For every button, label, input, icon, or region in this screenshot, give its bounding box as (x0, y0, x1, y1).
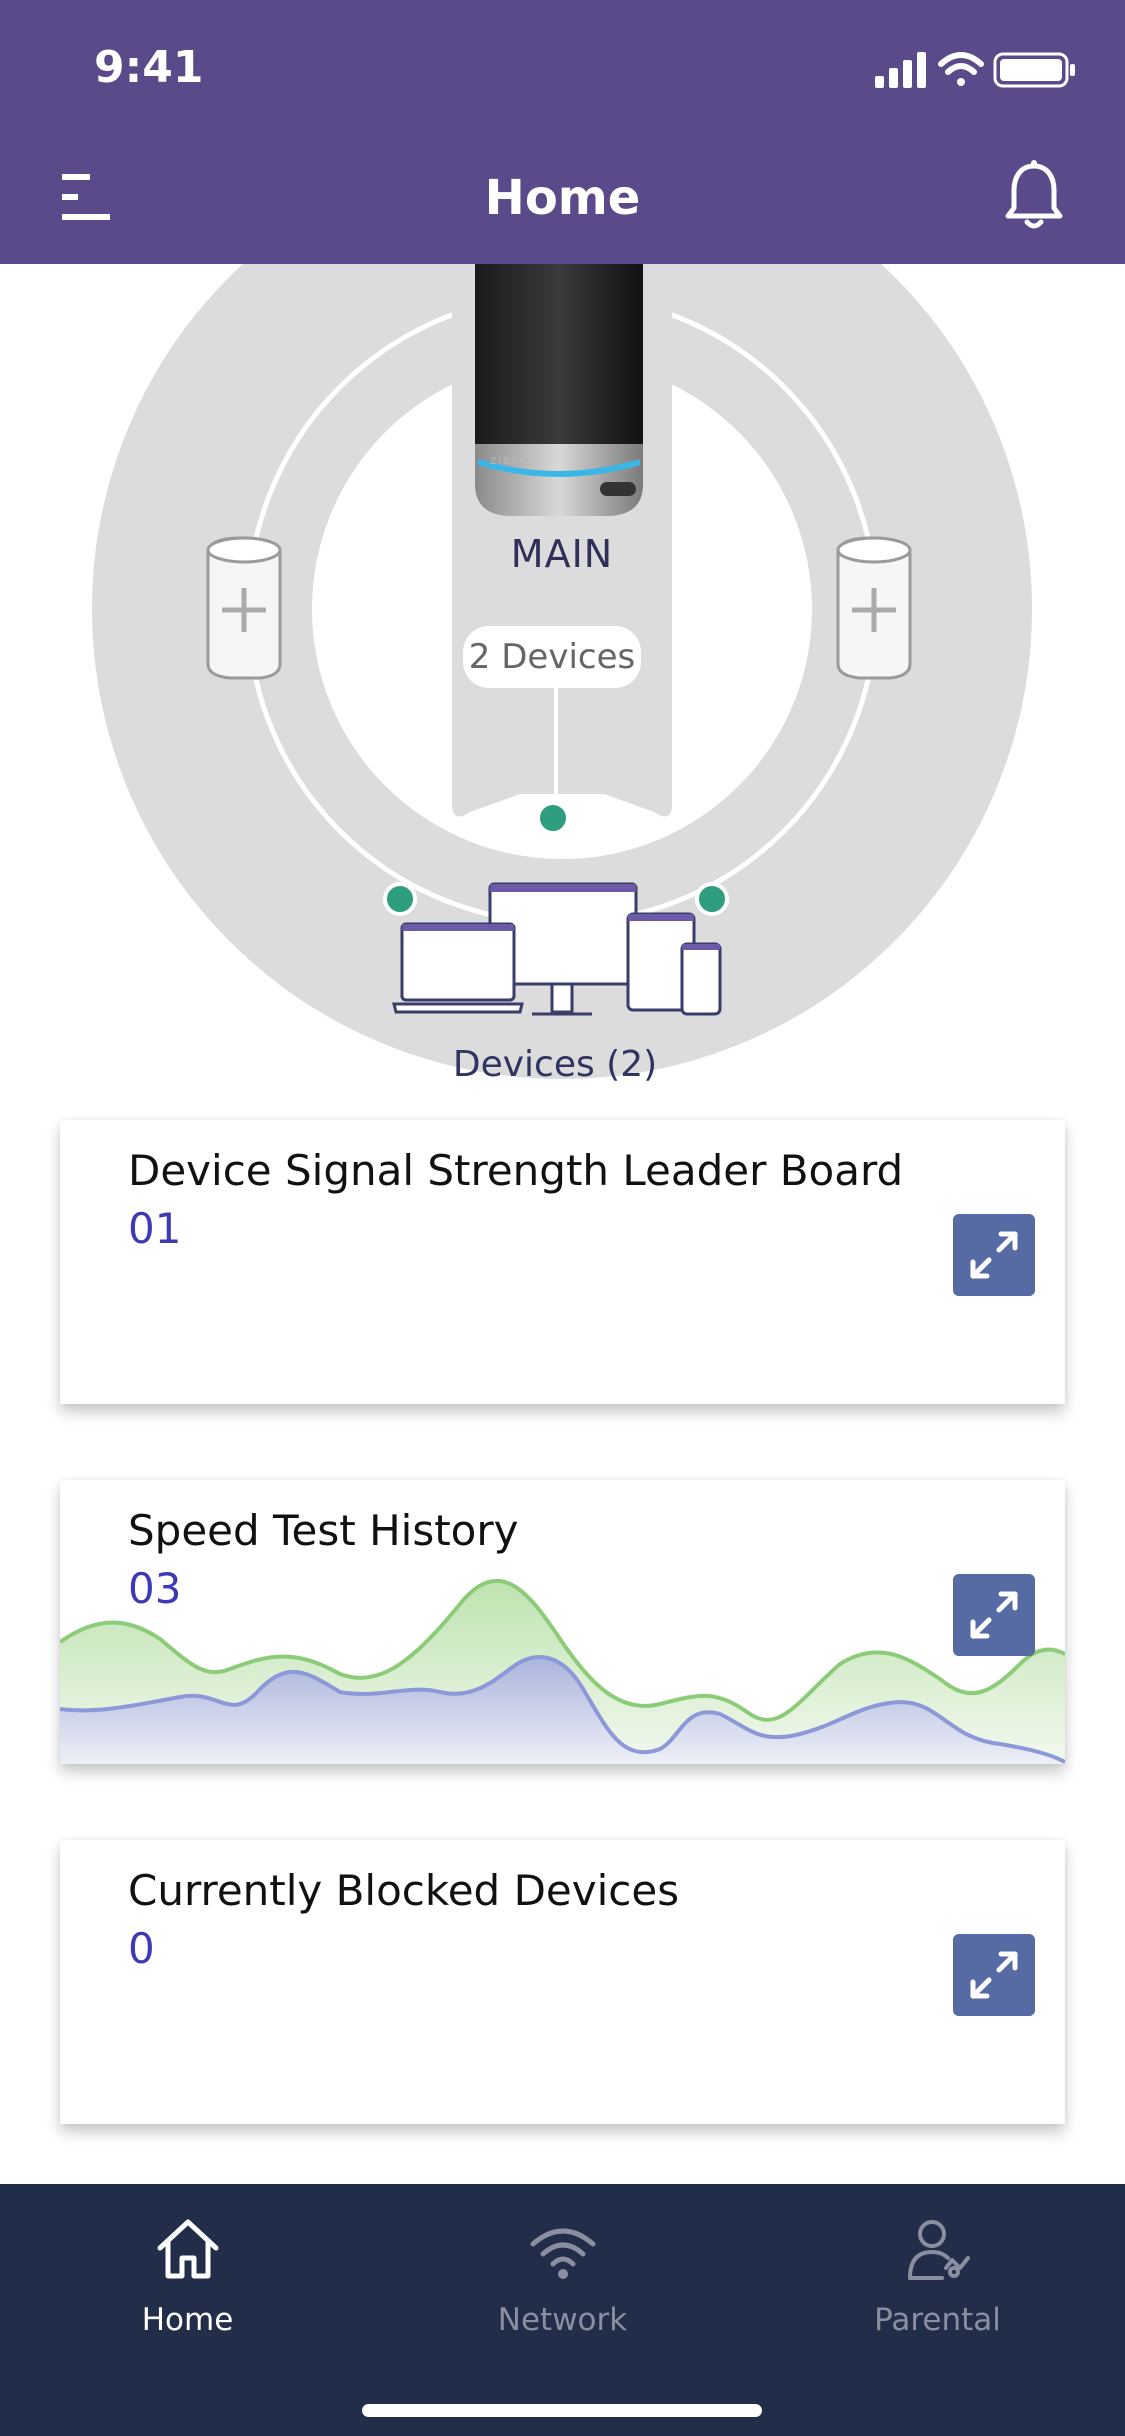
devices-icon (392, 882, 722, 1016)
card-title: Speed Test History (128, 1506, 519, 1555)
signal-leaderboard-card[interactable]: Device Signal Strength Leader Board 01 (60, 1120, 1065, 1404)
tab-bar: Home Network Parental (0, 2184, 1125, 2436)
speed-test-history-card[interactable]: Speed Test History 03 (60, 1480, 1065, 1764)
svg-text:ZIBRA: ZIBRA (490, 457, 527, 467)
page-title: Home (484, 170, 641, 226)
add-satellite-right-icon (836, 536, 912, 680)
upload-line (60, 1655, 1065, 1764)
tab-label: Parental (874, 2302, 1001, 2338)
tab-label: Network (497, 2302, 628, 2338)
tab-network[interactable]: Network (375, 2184, 750, 2364)
menu-icon[interactable] (62, 170, 116, 224)
network-map: ZIBRA (0, 264, 1125, 1094)
status-icons (875, 52, 1075, 88)
node-dot (695, 882, 729, 916)
tab-label: Home (141, 2302, 234, 2338)
expand-icon[interactable] (953, 1214, 1035, 1296)
speed-test-chart (60, 1578, 1065, 1764)
download-line (60, 1578, 1065, 1722)
card-value: 03 (128, 1564, 182, 1613)
bell-icon[interactable] (1005, 160, 1063, 232)
battery-icon (993, 52, 1075, 88)
parental-icon (908, 2220, 970, 2280)
card-title: Currently Blocked Devices (128, 1866, 680, 1915)
devices-caption[interactable]: Devices (2) (452, 1044, 658, 1085)
add-satellite-left-icon (206, 536, 282, 680)
expand-icon[interactable] (953, 1574, 1035, 1656)
card-title: Device Signal Strength Leader Board (128, 1146, 904, 1195)
card-value: 0 (128, 1924, 155, 1973)
wifi-icon (530, 2228, 596, 2279)
card-value: 01 (128, 1204, 182, 1253)
nav-bar: Home (0, 134, 1125, 264)
status-time: 9:41 (94, 42, 204, 93)
tab-parental[interactable]: Parental (750, 2184, 1125, 2364)
device-count-pill[interactable]: 2 Devices (463, 626, 641, 688)
tab-home[interactable]: Home (0, 2184, 375, 2364)
cellular-signal-icon (875, 52, 926, 88)
node-dot (383, 882, 417, 916)
node-dot (536, 801, 570, 835)
upload-area (60, 1657, 1065, 1764)
router-label: MAIN (510, 532, 614, 576)
wifi-status-icon (938, 52, 984, 86)
blocked-devices-card[interactable]: Currently Blocked Devices 0 (60, 1840, 1065, 2124)
status-bar: 9:41 (0, 0, 1125, 134)
expand-icon[interactable] (953, 1934, 1035, 2016)
router-image: ZIBRA (475, 264, 643, 516)
home-icon (157, 2219, 219, 2279)
home-indicator[interactable] (362, 2404, 762, 2417)
